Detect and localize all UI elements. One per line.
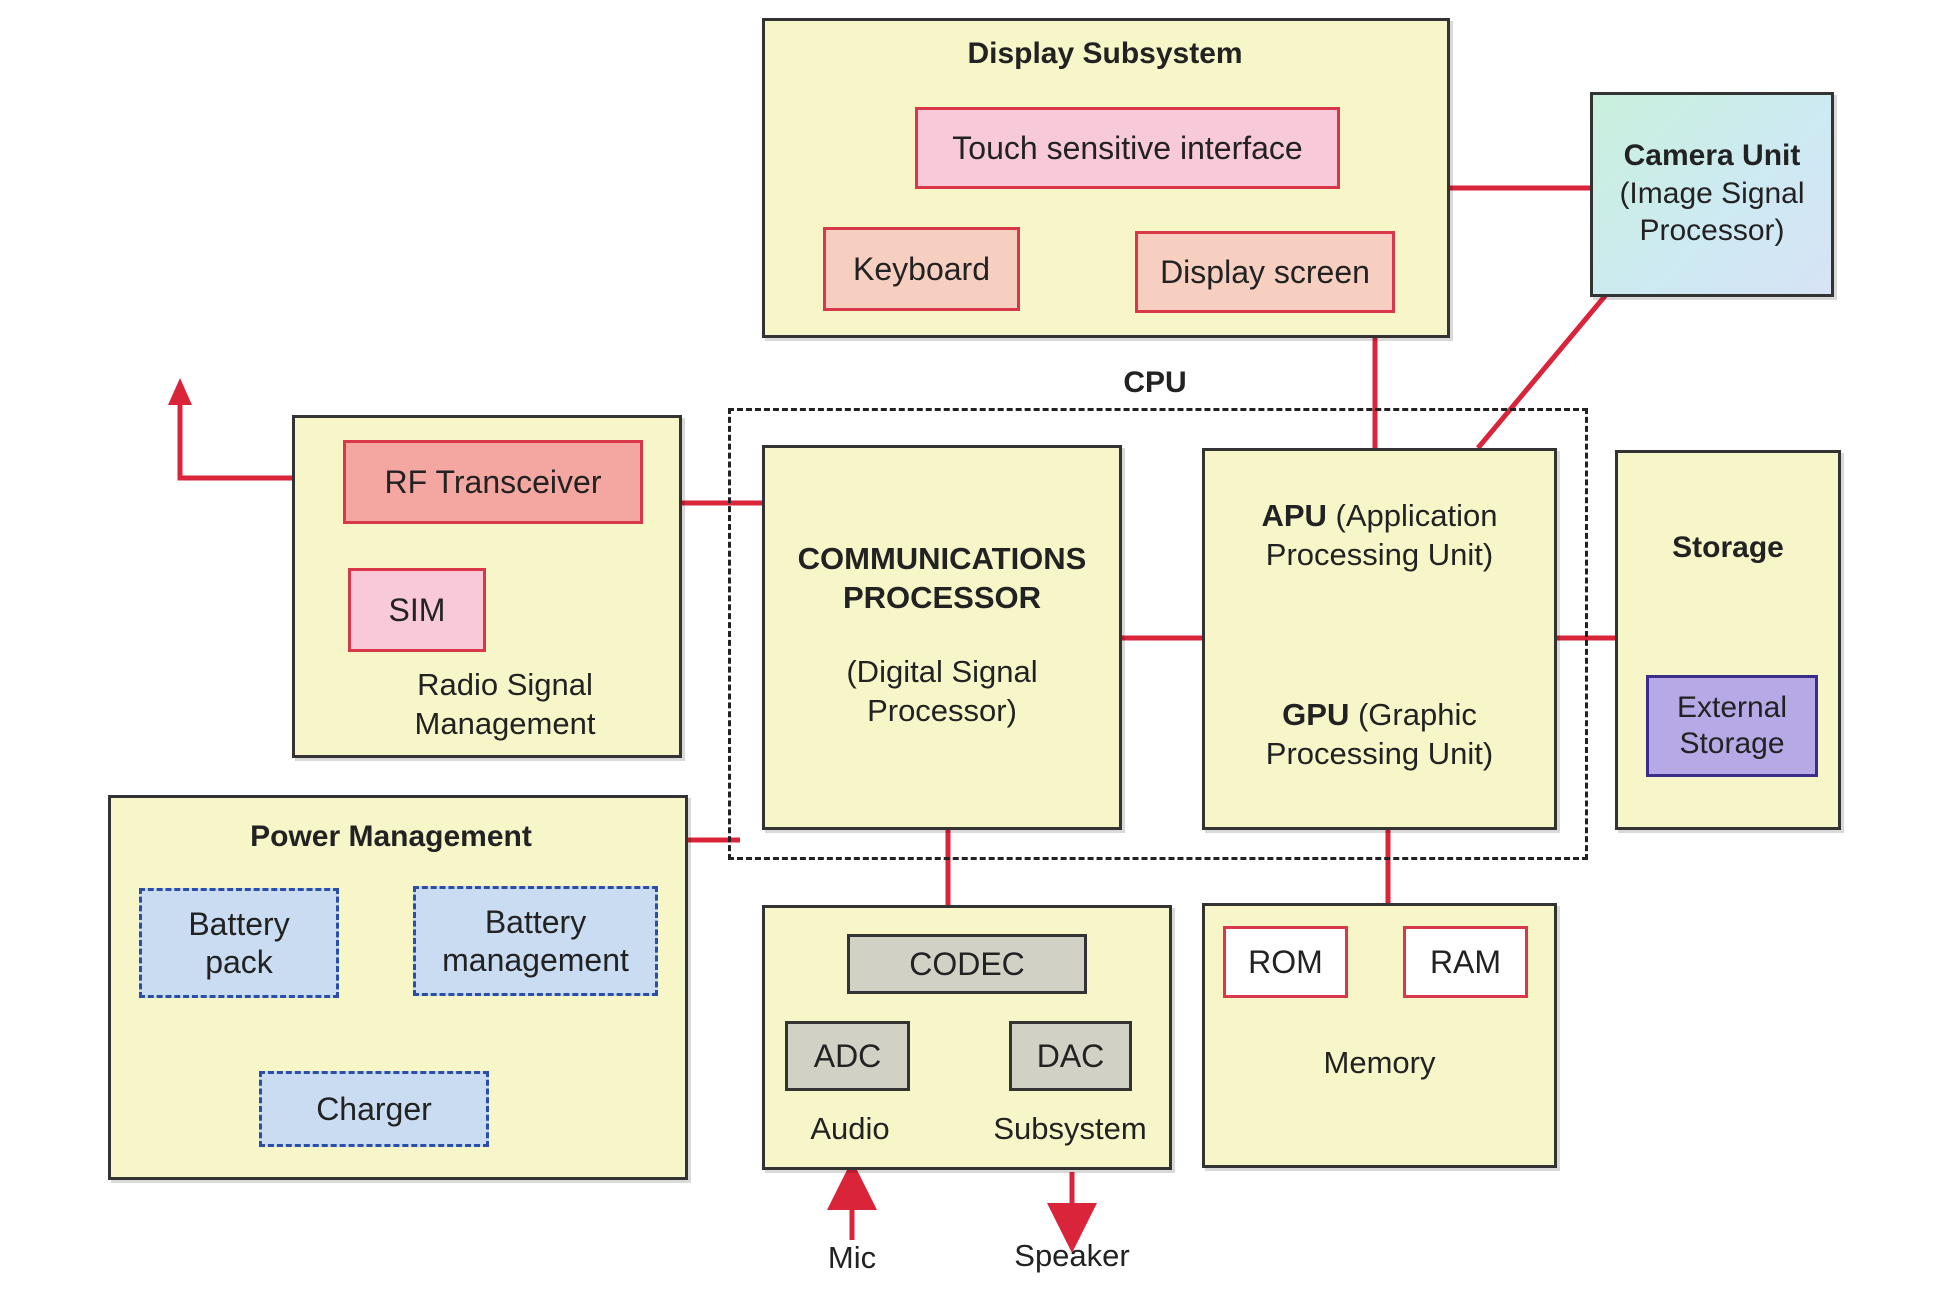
antenna-line xyxy=(177,395,292,481)
gpu-bold: GPU xyxy=(1282,697,1350,732)
camera-unit-sub2: Processor) xyxy=(1639,214,1785,247)
power-management: Power Management Battery pack Battery ma… xyxy=(108,795,688,1180)
battery-pack-label-2: pack xyxy=(205,944,273,980)
rom-box: ROM xyxy=(1223,926,1348,998)
display-screen-box: Display screen xyxy=(1135,231,1395,313)
external-storage-label-1: External xyxy=(1676,691,1788,724)
memory-label: Memory xyxy=(1323,1045,1436,1080)
dac-box: DAC xyxy=(1009,1021,1132,1091)
comm-title-2: PROCESSOR xyxy=(842,579,1042,615)
charger-label: Charger xyxy=(316,1090,432,1127)
rf-transceiver-box: RF Transceiver xyxy=(343,440,643,524)
memory: ROM RAM Memory xyxy=(1202,903,1557,1168)
power-management-title: Power Management xyxy=(250,820,532,853)
storage-title: Storage xyxy=(1672,531,1784,564)
comm-sub-2: Processor) xyxy=(867,692,1017,728)
comm-sub-1: (Digital Signal xyxy=(846,654,1038,689)
cpu-label: CPU xyxy=(1123,366,1187,399)
comm-title-1: COMMUNICATIONS xyxy=(797,541,1087,576)
mic-label: Mic xyxy=(827,1240,877,1275)
battery-management-label-2: management xyxy=(442,942,629,978)
camera-unit-sub1: (Image Signal xyxy=(1619,176,1805,210)
rom-label: ROM xyxy=(1248,943,1323,980)
keyboard-box: Keyboard xyxy=(823,227,1020,311)
display-subsystem-title: Display Subsystem xyxy=(967,37,1243,70)
battery-management-box: Battery management xyxy=(413,886,658,996)
gpu-rest-2: Processing Unit) xyxy=(1265,735,1494,771)
battery-pack-box: Battery pack xyxy=(139,888,339,998)
apu-bold: APU xyxy=(1261,498,1327,533)
external-storage-label-2: Storage xyxy=(1679,727,1785,760)
rf-transceiver-label: RF Transceiver xyxy=(384,463,602,500)
touch-interface-label: Touch sensitive interface xyxy=(952,129,1303,166)
camera-unit-title: Camera Unit xyxy=(1623,139,1801,172)
adc-box: ADC xyxy=(785,1021,910,1091)
sim-box: SIM xyxy=(348,568,486,652)
storage: Storage External Storage xyxy=(1615,450,1841,830)
display-subsystem: Display Subsystem Touch sensitive interf… xyxy=(762,18,1450,338)
display-screen-label: Display screen xyxy=(1160,253,1370,290)
touch-interface-box: Touch sensitive interface xyxy=(915,107,1340,189)
communications-processor: COMMUNICATIONS PROCESSOR (Digital Signal… xyxy=(762,445,1122,830)
sim-label: SIM xyxy=(388,591,446,628)
charger-box: Charger xyxy=(259,1071,489,1147)
codec-label: CODEC xyxy=(909,945,1025,982)
radio-label-1: Radio Signal xyxy=(417,667,593,702)
apu-rest-1: (Application xyxy=(1335,498,1498,533)
camera-unit: Camera Unit (Image Signal Processor) xyxy=(1590,92,1834,297)
external-storage-box: External Storage xyxy=(1646,675,1818,777)
radio-label-2: Management xyxy=(414,705,596,741)
gpu-rest-1: (Graphic xyxy=(1357,697,1477,732)
battery-management-label-1: Battery xyxy=(484,903,587,940)
audio-subsystem: CODEC ADC DAC Audio Subsystem xyxy=(762,905,1172,1170)
keyboard-label: Keyboard xyxy=(853,250,990,287)
radio-signal-management: RF Transceiver SIM Radio Signal Manageme… xyxy=(292,415,682,758)
battery-pack-label-1: Battery xyxy=(188,905,290,942)
ram-label: RAM xyxy=(1429,943,1502,980)
ram-box: RAM xyxy=(1403,926,1528,998)
dac-label: DAC xyxy=(1036,1037,1105,1074)
audio-label-left: Audio xyxy=(810,1111,890,1146)
apu-gpu-unit: APU (Application Processing Unit) GPU (G… xyxy=(1202,448,1557,830)
apu-rest-2: Processing Unit) xyxy=(1265,536,1494,572)
codec-box: CODEC xyxy=(847,934,1087,994)
antenna-arrow-icon xyxy=(168,378,192,405)
link-camera-apu xyxy=(1476,288,1612,450)
adc-label: ADC xyxy=(813,1037,882,1074)
cpu-frame xyxy=(728,408,1588,860)
audio-label-right: Subsystem xyxy=(993,1111,1147,1146)
speaker-label: Speaker xyxy=(1014,1238,1130,1273)
